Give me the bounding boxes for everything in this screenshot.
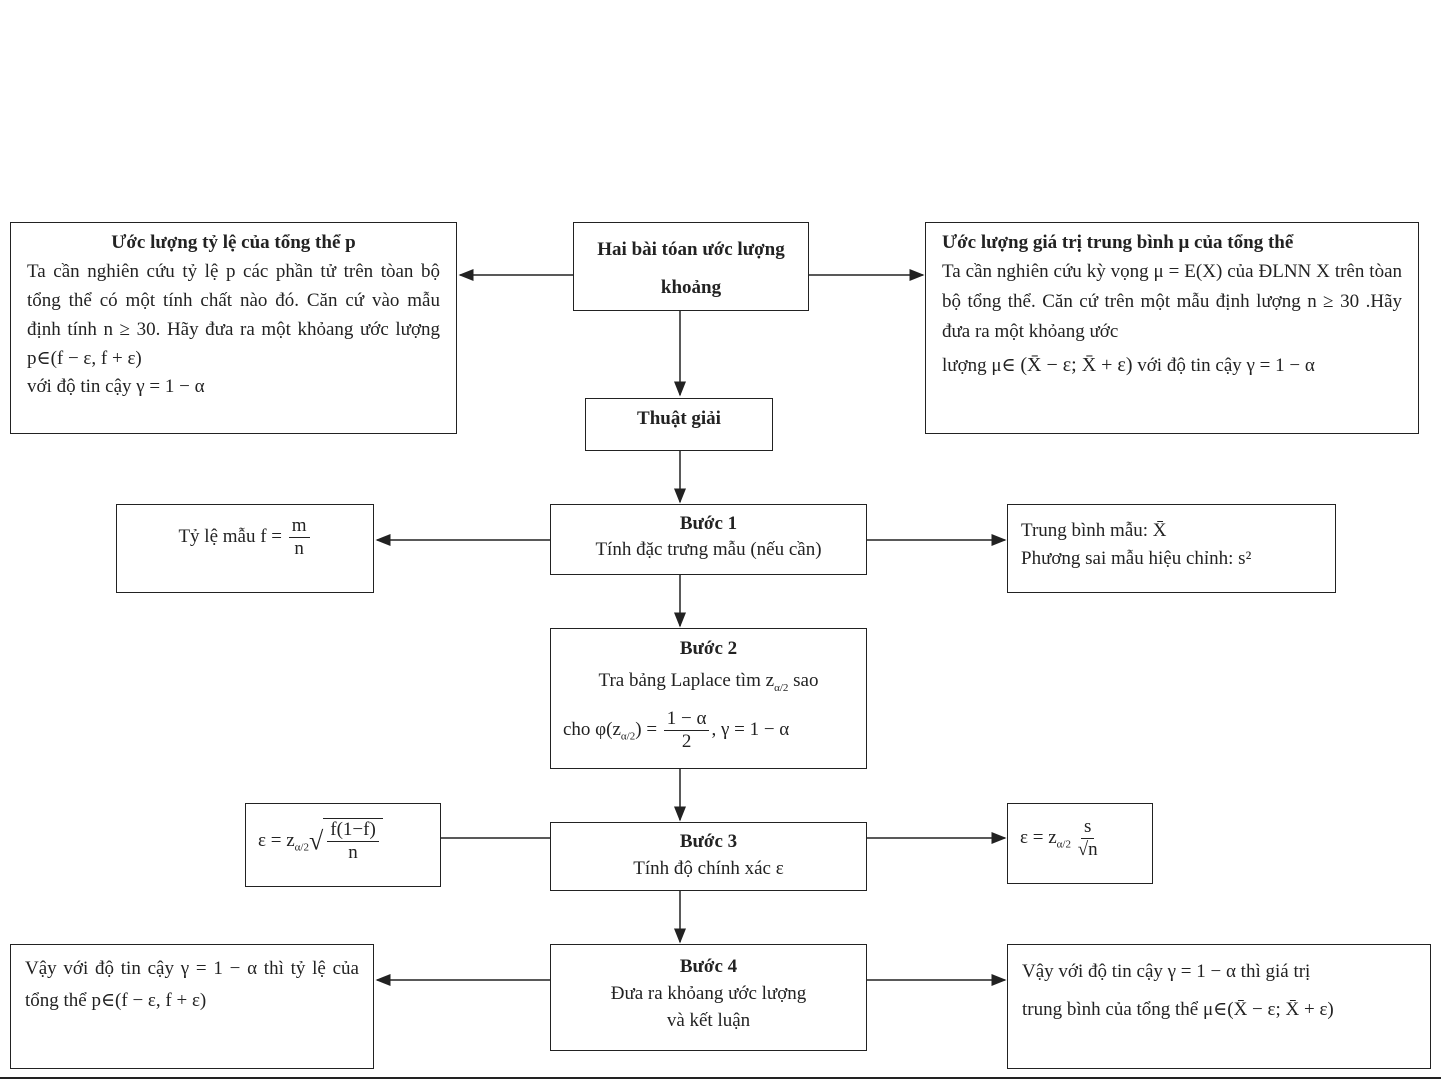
fraction-denominator: n <box>348 842 358 863</box>
mean-interval: (X̄ − ε; X̄ + ε) <box>1020 354 1133 376</box>
epsilon-proportion-box: ε = zα/2√f(1−f)n <box>245 803 441 887</box>
step4-line1: Đưa ra khỏang ước lượng <box>610 983 807 1004</box>
proportion-conclusion-box: Vậy với độ tin cậy γ = 1 − α thì tỷ lệ c… <box>10 944 374 1069</box>
mean-interval-line: lượng μ∈ (X̄ − ε; X̄ + ε) với độ tin cậy… <box>942 351 1402 380</box>
fraction-numerator: s <box>1080 816 1095 839</box>
mean-interval-prefix: lượng μ∈ <box>942 355 1016 376</box>
epsilon-left-prefix: ε = z <box>258 829 295 851</box>
mean-conclusion-box: Vậy với độ tin cậy γ = 1 − α thì giá trị… <box>1007 944 1431 1069</box>
step2-box: Bước 2 Tra bảng Laplace tìm zα/2 sao cho… <box>550 628 867 769</box>
step2-line2-end: , γ = 1 − α <box>711 718 790 740</box>
step2-line1-text: Tra bảng Laplace tìm z <box>598 670 775 691</box>
step4-line2: và kết luận <box>666 1010 751 1031</box>
step1-box: Bước 1 Tính đặc trưng mẫu (nếu cần) <box>550 504 867 575</box>
step3-box: Bước 3 Tính độ chính xác ε <box>550 822 867 891</box>
fraction-denominator: n <box>294 538 304 559</box>
step3-title: Bước 3 <box>679 831 738 852</box>
step2-line2-prefix: cho φ(z <box>563 718 621 740</box>
mean-conclusion-line1: Vậy với độ tin cậy γ = 1 − α thì giá trị <box>1022 961 1311 982</box>
mean-body: Ta cần nghiên cứu kỳ vọng μ = E(X) của Đ… <box>942 261 1402 342</box>
step2-title: Bước 2 <box>679 638 738 659</box>
epsilon-left-fraction: f(1−f)n <box>327 819 379 864</box>
step2-line1-sub: α/2 <box>774 681 789 694</box>
two-problems-box: Hai bài tóan ước lượng khoảng <box>573 222 809 311</box>
step4-box: Bước 4 Đưa ra khỏang ước lượng và kết lu… <box>550 944 867 1051</box>
proportion-body: Ta cần nghiên cứu tỷ lệ p các phần tử tr… <box>27 261 440 369</box>
algorithm-box: Thuật giải <box>585 398 773 451</box>
fraction-numerator: m <box>288 515 310 538</box>
epsilon-right-fraction: s√n <box>1078 816 1098 861</box>
sample-proportion-label: Tỷ lệ mẫu f = <box>178 525 283 547</box>
step1-text: Tính đặc trưng mẫu (nếu cần) <box>595 539 822 560</box>
algorithm-title: Thuật giải <box>637 408 721 429</box>
step3-text: Tính độ chính xác ε <box>633 858 784 879</box>
epsilon-mean-box: ε = zα/2 s√n <box>1007 803 1153 884</box>
mean-interval-suffix: với độ tin cậy γ = 1 − α <box>1137 355 1315 376</box>
proportion-conclusion: Vậy với độ tin cậy γ = 1 − α thì tỷ lệ c… <box>25 958 359 1011</box>
mean-conclusion-line2: trung bình của tổng thể μ∈(X̄ − ε; X̄ + … <box>1022 999 1334 1020</box>
epsilon-right-prefix: ε = z <box>1020 826 1057 848</box>
proportion-estimation-box: Ước lượng tỷ lệ của tổng thể p Ta cần ng… <box>10 222 457 434</box>
mean-title: Ước lượng giá trị trung bình μ của tổng … <box>942 232 1294 253</box>
fraction-denominator: √n <box>1077 839 1098 860</box>
sample-variance: Phương sai mẫu hiệu chỉnh: s² <box>1021 548 1252 569</box>
step2-line1-end: sao <box>788 670 819 691</box>
sample-stats-box: Trung bình mẫu: X̄ Phương sai mẫu hiệu c… <box>1007 504 1336 593</box>
step2-line1: Tra bảng Laplace tìm zα/2 sao <box>551 667 866 702</box>
mean-estimation-box: Ước lượng giá trị trung bình μ của tổng … <box>925 222 1419 434</box>
proportion-confidence: với độ tin cậy γ = 1 − α <box>27 376 205 397</box>
epsilon-right-sub: α/2 <box>1056 838 1071 851</box>
step2-line2-mid: ) = <box>635 718 658 740</box>
proportion-title: Ước lượng tỷ lệ của tổng thể p <box>111 232 356 253</box>
sample-mean: Trung bình mẫu: X̄ <box>1021 520 1167 541</box>
epsilon-left-sub: α/2 <box>294 841 309 854</box>
step2-line2-sub: α/2 <box>620 730 636 743</box>
step1-title: Bước 1 <box>679 513 738 534</box>
step4-title: Bước 4 <box>679 956 738 977</box>
fraction-numerator: f(1−f) <box>327 819 379 842</box>
fraction-denominator: 2 <box>681 730 692 752</box>
two-problems-title: Hai bài tóan ước lượng khoảng <box>597 239 785 298</box>
sqrt-icon: √ <box>308 826 324 856</box>
fraction-numerator: 1 − α <box>663 708 710 731</box>
